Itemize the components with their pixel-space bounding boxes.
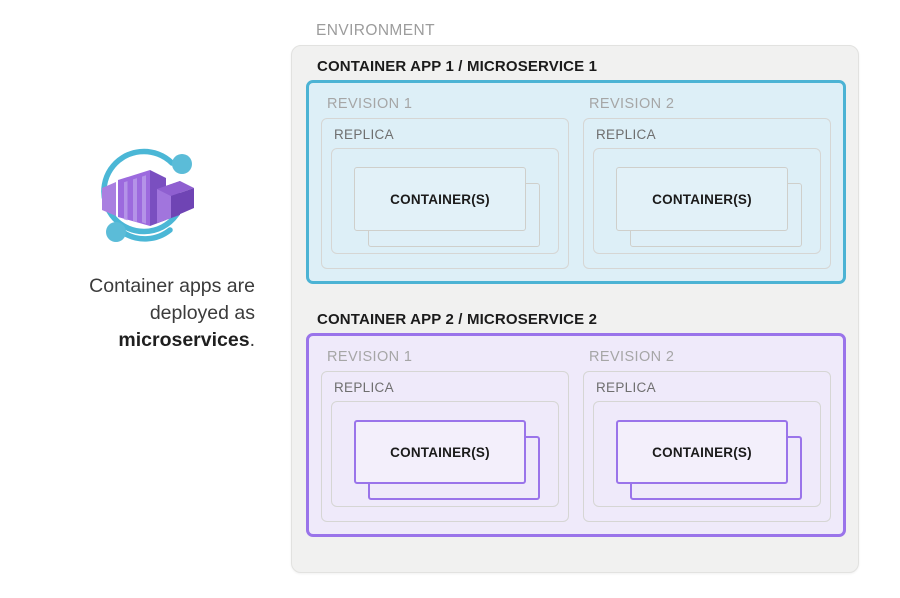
app2-revision-1-container-stack: CONTAINER(S) [354,420,540,500]
app2-revision-1-label: REVISION 1 [327,349,413,365]
app1-revision-2-replica: REPLICA CONTAINER(S) [583,118,831,269]
app1-revision-2: REVISION 2 REPLICA CONTAINER(S) [583,93,831,269]
app1-revision-1-replica-label: REPLICA [334,127,394,142]
app2-revision-1: REVISION 1 REPLICA CONTAINER(S) [321,346,569,522]
app1-revision-1-container-label: CONTAINER(S) [390,191,490,207]
caption-line-1: Container apps are [89,275,255,297]
app2-revision-1-replica-inner: CONTAINER(S) [331,401,559,507]
app2-revision-2-container-label: CONTAINER(S) [652,444,752,460]
environment-label: ENVIRONMENT [316,22,435,39]
environment-box: CONTAINER APP 1 / MICROSERVICE 1 REVISIO… [291,45,859,573]
app2-revision-1-replica: REPLICA CONTAINER(S) [321,371,569,522]
container-app-1-body: REVISION 1 REPLICA CONTAINER(S) REVISION [306,80,846,284]
app2-revision-2-replica: REPLICA CONTAINER(S) [583,371,831,522]
app2-revision-2: REVISION 2 REPLICA CONTAINER(S) [583,346,831,522]
app1-revision-2-replica-inner: CONTAINER(S) [593,148,821,254]
app1-revision-2-container-stack: CONTAINER(S) [616,167,802,247]
app2-revision-2-container-front: CONTAINER(S) [616,420,788,484]
app1-revision-1-replica: REPLICA CONTAINER(S) [321,118,569,269]
caption-line-2: deployed as [149,302,255,324]
app1-revision-1-label: REVISION 1 [327,96,413,112]
caption-text: Container apps are deployed as microserv… [40,273,255,354]
app1-revision-2-label: REVISION 2 [589,96,675,112]
app2-revision-1-container-label: CONTAINER(S) [390,444,490,460]
app1-revision-1-replica-inner: CONTAINER(S) [331,148,559,254]
azure-container-apps-icon [40,140,255,255]
caption-panel: Container apps are deployed as microserv… [40,140,255,354]
container-app-1-title: CONTAINER APP 1 / MICROSERVICE 1 [317,58,598,75]
caption-period: . [249,329,255,351]
app2-revision-1-replica-label: REPLICA [334,380,394,395]
app2-revision-2-replica-inner: CONTAINER(S) [593,401,821,507]
container-app-2-title: CONTAINER APP 2 / MICROSERVICE 2 [317,311,598,328]
app1-revision-1-container-stack: CONTAINER(S) [354,167,540,247]
app2-revision-2-container-stack: CONTAINER(S) [616,420,802,500]
container-app-2-section: CONTAINER APP 2 / MICROSERVICE 2 REVISIO… [306,311,846,537]
app2-revision-2-label: REVISION 2 [589,349,675,365]
app1-revision-1: REVISION 1 REPLICA CONTAINER(S) [321,93,569,269]
app1-revision-2-container-label: CONTAINER(S) [652,191,752,207]
app1-revision-1-container-front: CONTAINER(S) [354,167,526,231]
azure-container-apps-icon-svg [100,148,194,242]
caption-bold-word: microservices [118,329,250,351]
app1-revision-2-replica-label: REPLICA [596,127,656,142]
app1-revision-2-container-front: CONTAINER(S) [616,167,788,231]
container-app-2-body: REVISION 1 REPLICA CONTAINER(S) REVISION [306,333,846,537]
app2-revision-1-container-front: CONTAINER(S) [354,420,526,484]
app2-revision-2-replica-label: REPLICA [596,380,656,395]
container-app-1-section: CONTAINER APP 1 / MICROSERVICE 1 REVISIO… [306,58,846,284]
